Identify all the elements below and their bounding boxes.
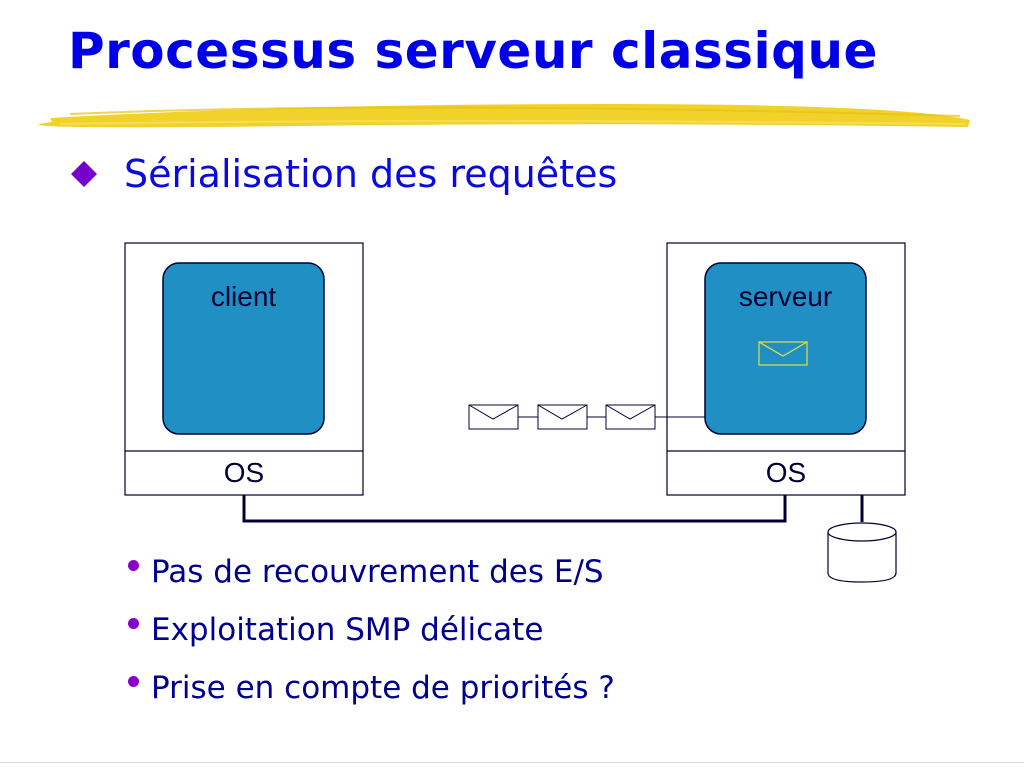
disk-cylinder-icon (827, 495, 897, 583)
footer-divider (0, 762, 1024, 763)
server-process (704, 262, 867, 435)
client-label: client (210, 281, 277, 312)
dot-bullet-icon (128, 617, 139, 629)
sub-bullet-text: Pas de recouvrement des E/S (151, 554, 604, 590)
diamond-bullet-icon (71, 161, 97, 187)
server-os-label: OS (765, 457, 807, 488)
server-envelope-icon (758, 341, 808, 366)
sub-bullet-text: Exploitation SMP délicate (151, 612, 544, 648)
title-underline-stroke (38, 104, 970, 128)
sub-bullet-item: Exploitation SMP délicate (128, 601, 615, 659)
client-process (162, 262, 325, 435)
sub-bullet-item: Pas de recouvrement des E/S (128, 543, 615, 601)
client-os-label: OS (223, 457, 265, 488)
main-bullet: Sérialisation des requêtes (70, 152, 617, 196)
slide-title: Processus serveur classique (68, 22, 878, 80)
network-link (242, 495, 787, 523)
queue-envelope-icon (537, 404, 588, 430)
sub-bullet-item: Prise en compte de priorités ? (128, 659, 615, 717)
queue-envelope-icon (605, 404, 656, 430)
dot-bullet-icon (128, 559, 139, 571)
message-queue (468, 404, 705, 430)
main-bullet-text: Sérialisation des requêtes (124, 152, 618, 196)
sub-bullet-list: Pas de recouvrement des E/S Exploitation… (128, 543, 615, 717)
sub-bullet-text: Prise en compte de priorités ? (151, 670, 615, 706)
server-machine (666, 242, 906, 496)
queue-envelope-icon (468, 404, 519, 430)
server-label: serveur (738, 281, 833, 312)
dot-bullet-icon (128, 675, 139, 687)
client-machine (124, 242, 364, 496)
